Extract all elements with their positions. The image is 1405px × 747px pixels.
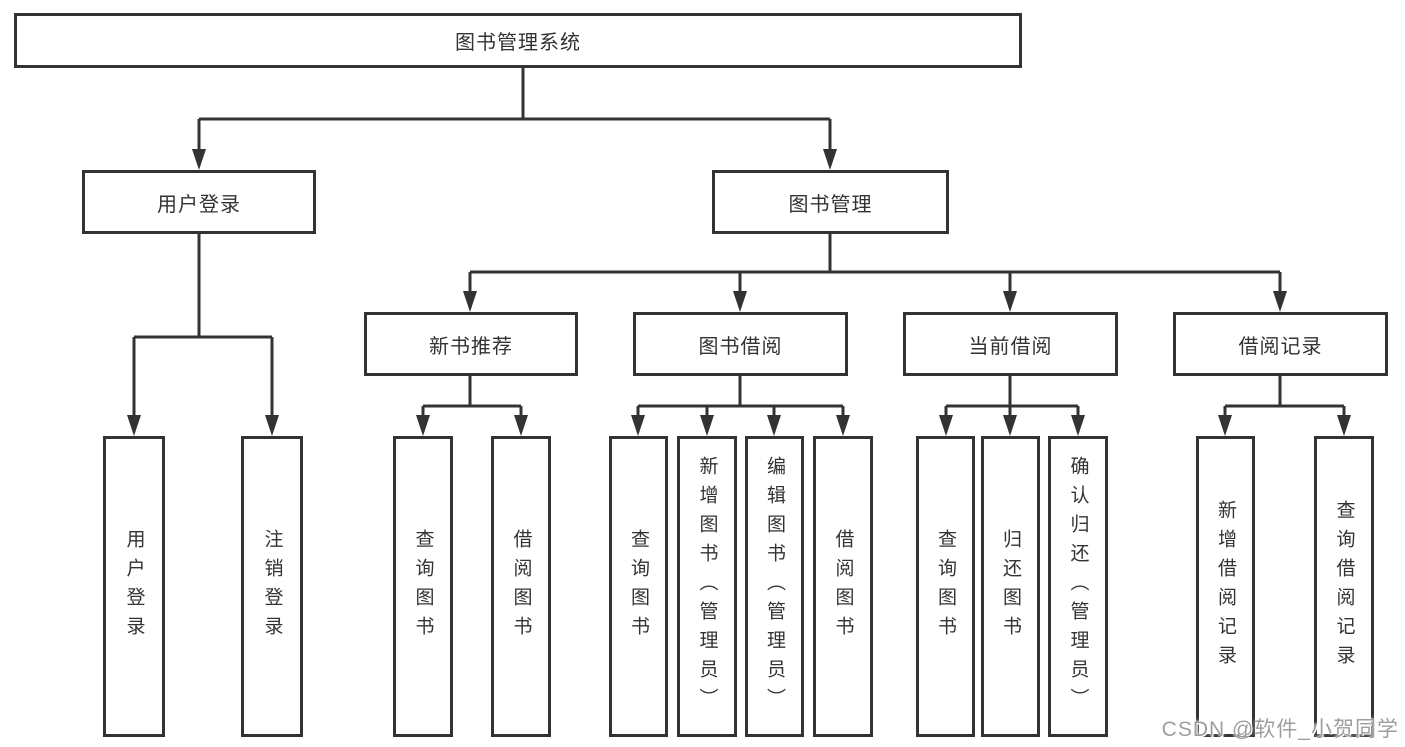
leaf-edit-book-admin: 编辑图书（管理员） bbox=[745, 436, 804, 737]
node-borrowing-records: 借阅记录 bbox=[1173, 312, 1388, 376]
node-label: 图书借阅 bbox=[698, 335, 783, 358]
csdn-watermark: CSDN @软件_小贺同学 bbox=[1161, 718, 1399, 741]
leaf-user-login: 用户登录 bbox=[103, 436, 165, 737]
node-label: 编辑图书（管理员） bbox=[764, 456, 785, 717]
leaf-query-books-current: 查询图书 bbox=[916, 436, 975, 737]
node-label: 图书管理系统 bbox=[455, 32, 581, 54]
leaf-add-borrow-record: 新增借阅记录 bbox=[1196, 436, 1255, 737]
node-user-login: 用户登录 bbox=[82, 170, 316, 234]
leaf-return-book: 归还图书 bbox=[981, 436, 1040, 737]
node-label: 用户登录 bbox=[157, 193, 241, 216]
node-label: 确认归还（管理员） bbox=[1067, 456, 1089, 717]
node-label: 新增借阅记录 bbox=[1215, 499, 1236, 674]
node-new-book-recommendation: 新书推荐 bbox=[364, 312, 578, 376]
node-label: 新书推荐 bbox=[429, 335, 513, 358]
leaf-query-books-borrowing: 查询图书 bbox=[609, 436, 668, 737]
node-label: 查询图书 bbox=[935, 528, 956, 645]
node-library-management-system: 图书管理系统 bbox=[14, 13, 1022, 68]
node-label: 借阅记录 bbox=[1238, 335, 1323, 358]
node-book-borrowing: 图书借阅 bbox=[633, 312, 848, 376]
leaf-logout: 注销登录 bbox=[241, 436, 303, 737]
node-label: 用户登录 bbox=[123, 528, 145, 645]
node-label: 查询图书 bbox=[412, 528, 434, 645]
leaf-confirm-return-admin: 确认归还（管理员） bbox=[1048, 436, 1108, 737]
leaf-borrow-books: 借阅图书 bbox=[813, 436, 873, 737]
node-label: 归还图书 bbox=[1000, 528, 1021, 645]
node-label: 当前借阅 bbox=[968, 335, 1053, 358]
node-label: 查询借阅记录 bbox=[1333, 499, 1355, 674]
leaf-query-books-recommend: 查询图书 bbox=[393, 436, 453, 737]
node-label: 借阅图书 bbox=[510, 528, 532, 645]
leaf-add-book-admin: 新增图书（管理员） bbox=[677, 436, 737, 737]
node-label: 注销登录 bbox=[261, 528, 283, 645]
arrowheads bbox=[127, 149, 1351, 436]
node-label: 查询图书 bbox=[628, 528, 649, 645]
leaf-borrow-books-recommend: 借阅图书 bbox=[491, 436, 551, 737]
leaf-query-borrow-record: 查询借阅记录 bbox=[1314, 436, 1374, 737]
node-label: 图书管理 bbox=[788, 193, 873, 216]
node-label: 新增图书（管理员） bbox=[696, 456, 718, 717]
node-book-management: 图书管理 bbox=[712, 170, 949, 234]
node-current-borrowing: 当前借阅 bbox=[903, 312, 1118, 376]
node-label: 借阅图书 bbox=[832, 528, 854, 645]
